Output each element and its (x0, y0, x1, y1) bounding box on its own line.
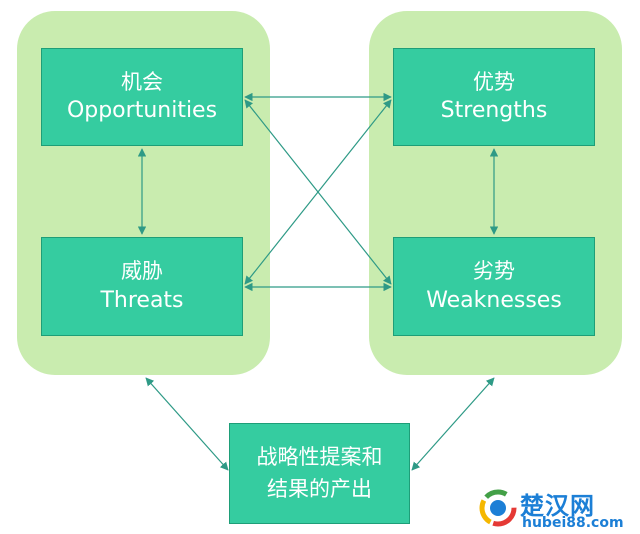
weaknesses-box: 劣势 Weaknesses (393, 237, 595, 336)
weaknesses-zh-label: 劣势 (473, 259, 515, 284)
watermark-logo-text: 楚汉网 (520, 492, 595, 520)
opportunities-box: 机会 Opportunities (41, 48, 243, 146)
arrow-internal-output (411, 377, 495, 471)
arrow-external-output (145, 377, 229, 471)
watermark-url: hubei88.com (522, 515, 624, 531)
weaknesses-en-label: Weaknesses (426, 287, 562, 313)
threats-en-label: Threats (100, 287, 184, 313)
strengths-zh-label: 优势 (473, 69, 515, 94)
strategic-output-box: 战略性提案和 结果的产出 (229, 423, 410, 524)
strengths-en-label: Strengths (440, 98, 548, 124)
site-watermark: 楚汉网 hubei88.com (478, 484, 640, 534)
threats-box: 威胁 Threats (41, 237, 243, 336)
threats-zh-label: 威胁 (121, 259, 163, 284)
output-line-1: 战略性提案和 (256, 445, 383, 469)
output-line-2: 结果的产出 (267, 476, 372, 501)
watermark-logo-icon (479, 489, 517, 527)
opportunities-zh-label: 机会 (121, 69, 163, 94)
strengths-box: 优势 Strengths (393, 48, 595, 146)
opportunities-en-label: Opportunities (66, 98, 218, 124)
arrow-threats-strengths (244, 99, 392, 285)
